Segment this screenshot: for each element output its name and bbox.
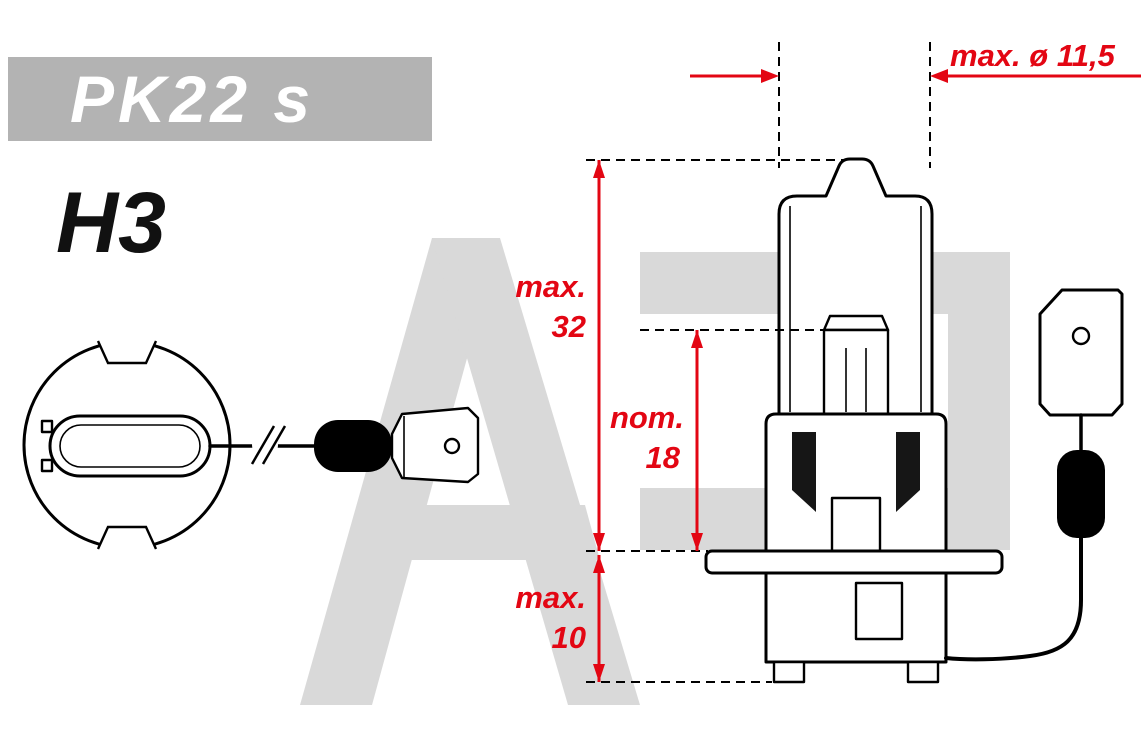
dimension-overall-length: max. 32 (515, 160, 605, 551)
arrowhead-down (593, 533, 605, 551)
dimension-label-diameter: max. ø 11,5 (950, 38, 1116, 73)
arrowhead-up (593, 160, 605, 178)
dimension-diameter: max. ø 11,5 (690, 38, 1141, 83)
base-tab-top (40, 419, 54, 434)
connector-hole (1071, 326, 1091, 346)
dimension-label-nominal-prefix: nom. (610, 400, 684, 435)
bulb-front-view (704, 157, 1124, 684)
bulb-capsule-inner (59, 424, 201, 468)
spring-clip-right (896, 432, 920, 512)
dimension-light-center: nom. 18 (610, 330, 703, 551)
wire-break-mark (250, 425, 276, 465)
arrowhead-right (761, 69, 779, 83)
base-cutout (854, 581, 904, 641)
spade-connector-side (390, 406, 480, 484)
base-foot-right (906, 660, 940, 684)
reference-lines (586, 42, 931, 683)
top-notch-erase (98, 340, 156, 364)
arrowhead-down (691, 533, 703, 551)
connector-hole (443, 437, 461, 455)
arrowhead-left (930, 69, 948, 83)
dimension-label-overall-prefix: max. (515, 269, 586, 304)
terminal-wire-lower (944, 536, 1083, 662)
arrowhead-up (593, 555, 605, 573)
glass-envelope (777, 157, 934, 416)
watermark-shape (432, 238, 640, 705)
glass-pinch (822, 328, 890, 416)
bulb-side-view (22, 340, 480, 550)
bottom-notch-erase (98, 526, 156, 550)
rubber-boot (314, 420, 392, 472)
dimension-base-height: max. 10 (515, 555, 605, 682)
spade-connector-front (1038, 288, 1124, 417)
bottom-notch (96, 525, 158, 550)
dimension-label-nominal-value: 18 (646, 440, 681, 475)
arrowhead-down (593, 664, 605, 682)
base-flange (704, 549, 1004, 575)
model-label: H3 (56, 175, 166, 271)
center-recess (830, 496, 882, 553)
socket-banner: PK22 s (8, 57, 432, 141)
watermark-shape (385, 505, 600, 560)
pinch-shoulder (822, 314, 890, 332)
banner-background (8, 57, 432, 141)
dimension-label-base-value: 10 (552, 620, 586, 655)
arrowhead-up (691, 330, 703, 348)
base-foot-left (772, 660, 806, 684)
dimension-label-base-prefix: max. (515, 580, 586, 615)
base-tab-bottom (40, 458, 54, 473)
spring-clip-left (792, 432, 816, 512)
rubber-boot (1057, 450, 1105, 538)
top-notch (96, 340, 158, 365)
dimension-label-overall-value: 32 (552, 309, 586, 344)
wire-break-mark (261, 425, 287, 465)
socket-label: PK22 s (70, 62, 314, 136)
